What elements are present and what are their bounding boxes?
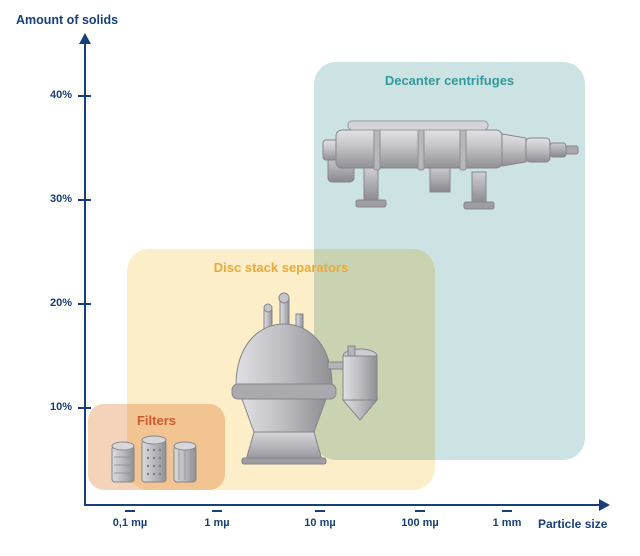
x-tick-label-100mu: 100 mµ bbox=[401, 517, 439, 529]
y-axis-arrow-icon bbox=[79, 33, 91, 44]
x-axis-arrow-icon bbox=[599, 499, 610, 511]
x-tick-label-0-1mu: 0,1 mµ bbox=[112, 517, 148, 529]
x-axis-line bbox=[84, 504, 600, 506]
region-label-disc-stack-separators: Disc stack separators bbox=[213, 260, 349, 275]
y-tick-40 bbox=[78, 95, 91, 97]
x-tick-1mm bbox=[502, 510, 512, 512]
y-tick-30 bbox=[78, 199, 91, 201]
x-tick-label-10mu: 10 mµ bbox=[304, 517, 336, 529]
x-axis-title: Particle size bbox=[538, 517, 608, 531]
x-tick-label-1mm: 1 mm bbox=[492, 517, 522, 529]
x-tick-0-1mu bbox=[125, 510, 135, 512]
decanter-centrifuge-illustration bbox=[322, 110, 584, 220]
y-axis-title: Amount of solids bbox=[16, 13, 119, 27]
y-axis-line bbox=[84, 44, 86, 506]
region-label-decanter-centrifuges: Decanter centrifuges bbox=[384, 73, 515, 88]
y-tick-20 bbox=[78, 303, 91, 305]
x-tick-100mu bbox=[415, 510, 425, 512]
x-tick-1mu bbox=[212, 510, 222, 512]
y-tick-10 bbox=[78, 407, 91, 409]
y-tick-label-40: 40% bbox=[49, 89, 72, 101]
y-tick-label-20: 20% bbox=[49, 297, 72, 309]
y-tick-label-30: 30% bbox=[49, 193, 72, 205]
x-tick-10mu bbox=[315, 510, 325, 512]
x-tick-label-1mu: 1 mµ bbox=[204, 517, 230, 529]
region-label-filters: Filters bbox=[136, 413, 176, 428]
filter-cartridges-illustration bbox=[106, 430, 202, 488]
y-tick-label-10: 10% bbox=[49, 401, 72, 413]
disc-stack-separator-illustration bbox=[222, 290, 390, 470]
